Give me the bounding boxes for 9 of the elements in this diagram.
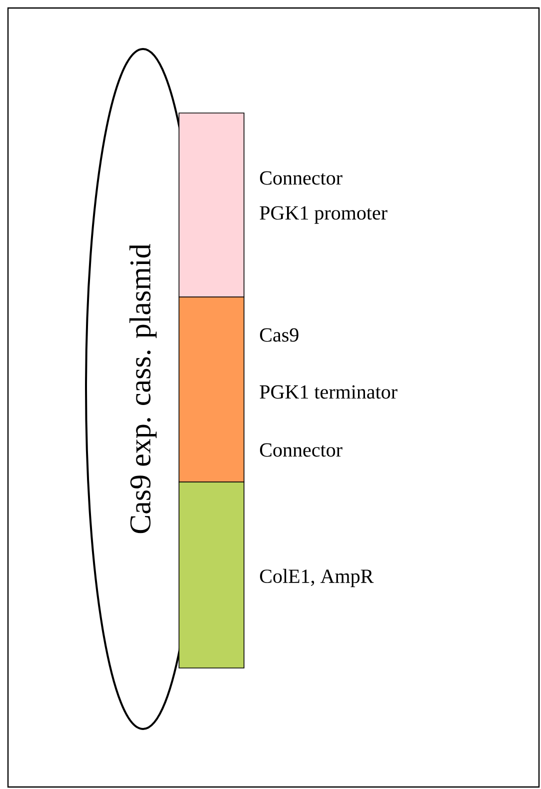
segment-label: Cas9 bbox=[260, 328, 298, 342]
plasmid-segment bbox=[178, 112, 244, 298]
segment-label: ColE1, AmpR bbox=[260, 568, 374, 588]
segment-label: Connector bbox=[260, 443, 342, 457]
segment-label: PGK1 promoter bbox=[260, 206, 388, 224]
plasmid-segment bbox=[178, 482, 244, 668]
segment-label: PGK1 terminator bbox=[260, 385, 398, 399]
segment-label: Connector bbox=[260, 171, 342, 185]
plasmid-segment bbox=[178, 296, 244, 482]
